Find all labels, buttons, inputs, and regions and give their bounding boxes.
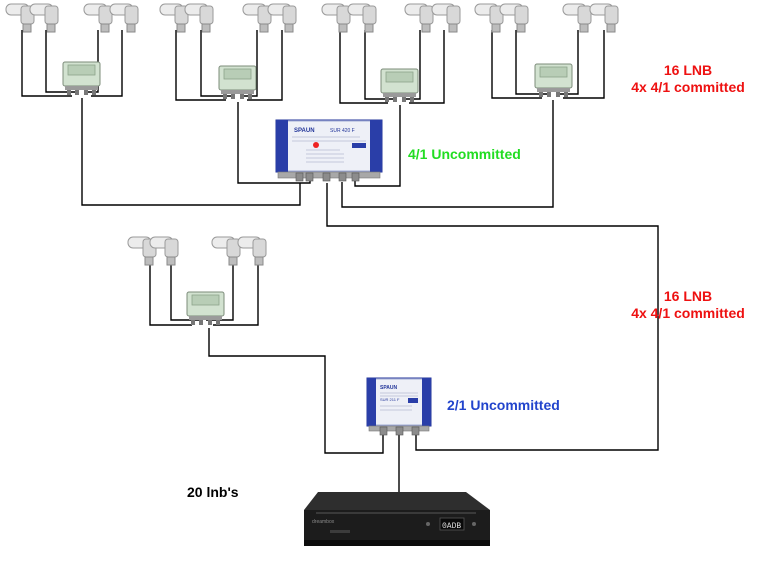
lnb-icon xyxy=(589,3,619,33)
switch-2-1-model: SUR 211 F xyxy=(380,397,400,402)
lnb-icon xyxy=(159,3,189,33)
receiver-display: 0ADB xyxy=(442,522,461,531)
lnb-icon xyxy=(431,3,461,33)
switch-2-1-brand: SPAUN xyxy=(380,385,398,391)
lnb-icon xyxy=(347,3,377,33)
top-lnb-count: 16 LNB xyxy=(663,62,713,78)
uncommitted-2-1-label: 2/1 Uncommitted xyxy=(447,397,560,413)
uncommitted-4-1-label: 4/1 Uncommitted xyxy=(408,146,521,162)
mid-lnb-switch-type: 4x 4/1 committed xyxy=(631,305,745,321)
lnb-icon xyxy=(267,3,297,33)
lnb-group-5 xyxy=(127,236,267,266)
lnb-icon xyxy=(499,3,529,33)
mid-lnb-count: 16 LNB xyxy=(663,288,713,304)
lnb-icon xyxy=(211,236,241,266)
lnb-group-3 xyxy=(321,3,461,33)
top-lnb-label: 16 LNB 4x 4/1 committed xyxy=(618,62,758,96)
diseqc-4-1-committed-4 xyxy=(534,63,573,98)
lnb-icon xyxy=(321,3,351,33)
switch-4-1-brand: SPAUN xyxy=(294,128,315,134)
lnb-icon xyxy=(404,3,434,33)
lnb-group-1 xyxy=(5,3,139,33)
diseqc-4-1-committed-5 xyxy=(186,291,225,326)
status-led-icon xyxy=(313,142,319,148)
lnb-icon xyxy=(237,236,267,266)
lnb-group-4 xyxy=(474,3,619,33)
lnb-icon xyxy=(474,3,504,33)
diseqc-4-1-committed-1 xyxy=(62,61,101,96)
cables xyxy=(21,30,659,492)
satellite-receiver: 0ADB dreambox xyxy=(304,492,490,546)
lnb-icon xyxy=(109,3,139,33)
lnb-icon xyxy=(242,3,272,33)
top-lnb-switch-type: 4x 4/1 committed xyxy=(631,79,745,95)
diseqc-4-1-committed-2 xyxy=(218,65,257,100)
diseqc-4-1-committed-3 xyxy=(380,68,419,103)
lnb-icon xyxy=(83,3,113,33)
lnb-icon xyxy=(562,3,592,33)
switch-4-1-model: SUR 420 F xyxy=(330,128,355,134)
total-lnbs-label: 20 lnb's xyxy=(187,484,239,500)
switch-2-1-uncommitted: SPAUN SUR 211 F xyxy=(366,377,432,436)
mid-lnb-label: 16 LNB 4x 4/1 committed xyxy=(618,288,758,322)
lnb-group-2 xyxy=(159,3,297,33)
lnb-icon xyxy=(184,3,214,33)
receiver-brand: dreambox xyxy=(312,519,335,525)
switch-4-1-uncommitted: SPAUN SUR 420 F xyxy=(275,119,383,182)
